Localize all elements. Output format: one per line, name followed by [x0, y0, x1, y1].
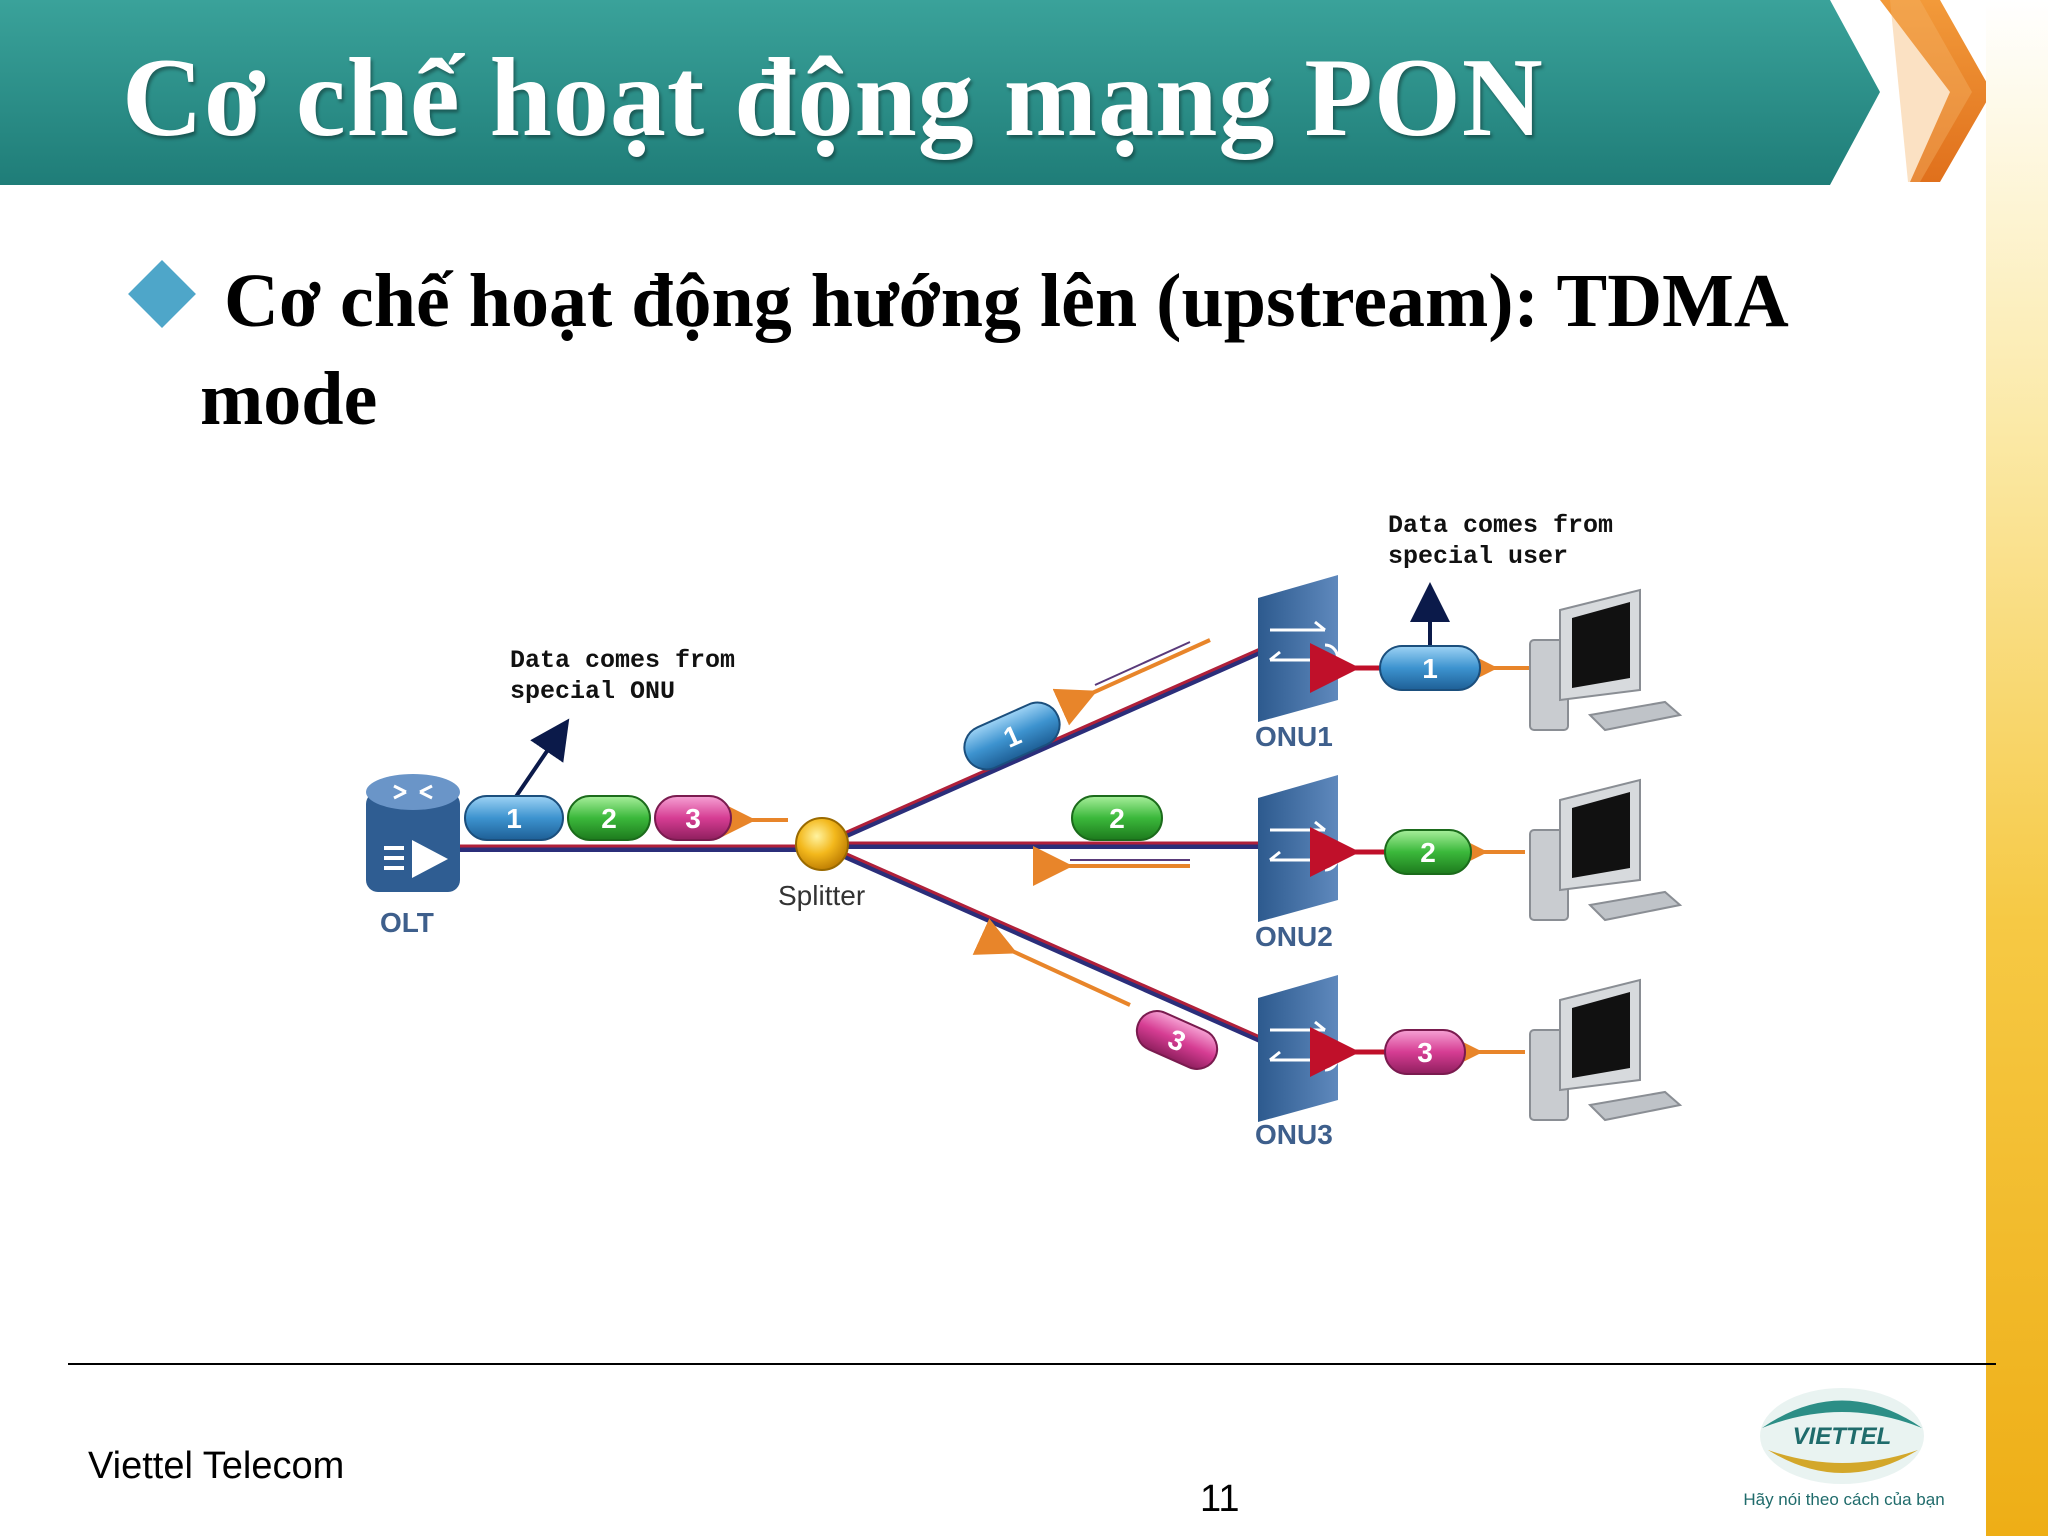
annotation-onu-line2: special ONU	[510, 677, 675, 706]
olt-icon	[366, 774, 460, 892]
onu3-icon	[1258, 975, 1339, 1122]
decorative-side-band	[1986, 0, 2048, 1536]
frame-3-at-user: 3	[1384, 1029, 1466, 1075]
bullet-text: Cơ chế hoạt động hướng lên (upstream): T…	[200, 259, 1785, 441]
footer-divider	[68, 1363, 1996, 1365]
viettel-logo-icon: VIETTEL	[1760, 1388, 1924, 1484]
frame-2-at-user: 2	[1384, 829, 1472, 875]
logo-tagline: Hãy nói theo cách của bạn	[1743, 1490, 1945, 1509]
frame-2-on-branch: 2	[1071, 795, 1163, 841]
onu2-icon	[1258, 775, 1339, 922]
annotation-user-line1: Data comes from	[1388, 511, 1613, 540]
frame-3-at-olt: 3	[654, 795, 732, 841]
frame-2-at-olt: 2	[567, 795, 651, 841]
annotation-onu-line1: Data comes from	[510, 646, 735, 675]
title-banner	[0, 0, 1880, 185]
svg-text:2: 2	[1420, 837, 1436, 868]
splitter-label: Splitter	[778, 880, 865, 911]
computer-icon-user2	[1529, 778, 1683, 922]
computer-icon-user1	[1529, 588, 1683, 732]
title-chevron-icon	[1880, 0, 1992, 182]
upstream-arrows	[716, 638, 1211, 1007]
svg-text:3: 3	[685, 803, 701, 834]
annotation-user-line2: special user	[1388, 542, 1568, 571]
svg-text:3: 3	[1417, 1037, 1433, 1068]
olt-label: OLT	[380, 907, 434, 938]
svg-text:2: 2	[1109, 803, 1125, 834]
svg-text:1: 1	[506, 803, 522, 834]
svg-text:VIETTEL: VIETTEL	[1793, 1423, 1892, 1450]
page-number: 11	[1200, 1478, 1240, 1520]
fiber-lines	[460, 647, 1262, 1043]
svg-text:2: 2	[601, 803, 617, 834]
frame-1-at-user: 1	[1379, 645, 1481, 691]
computer-icon-user3	[1529, 978, 1683, 1122]
frame-1-at-olt: 1	[464, 795, 564, 841]
frame-1-on-branch: 1	[963, 701, 1061, 771]
annotation-onu-arrow	[513, 718, 570, 800]
page-title: Cơ chế hoạt động mạng PON	[122, 36, 1544, 160]
onu2-label: ONU2	[1255, 921, 1333, 952]
onu3-label: ONU3	[1255, 1119, 1333, 1150]
frame-3-on-branch: 3	[1135, 1010, 1219, 1070]
svg-text:1: 1	[1422, 653, 1438, 684]
pon-upstream-diagram: Data comes from special ONU Data comes f…	[366, 511, 1683, 1150]
onu1-label: ONU1	[1255, 721, 1333, 752]
splitter-icon	[795, 817, 849, 871]
footer-company: Viettel Telecom	[88, 1445, 345, 1487]
bullet-diamond-icon	[128, 260, 196, 328]
onu1-icon	[1258, 575, 1339, 722]
